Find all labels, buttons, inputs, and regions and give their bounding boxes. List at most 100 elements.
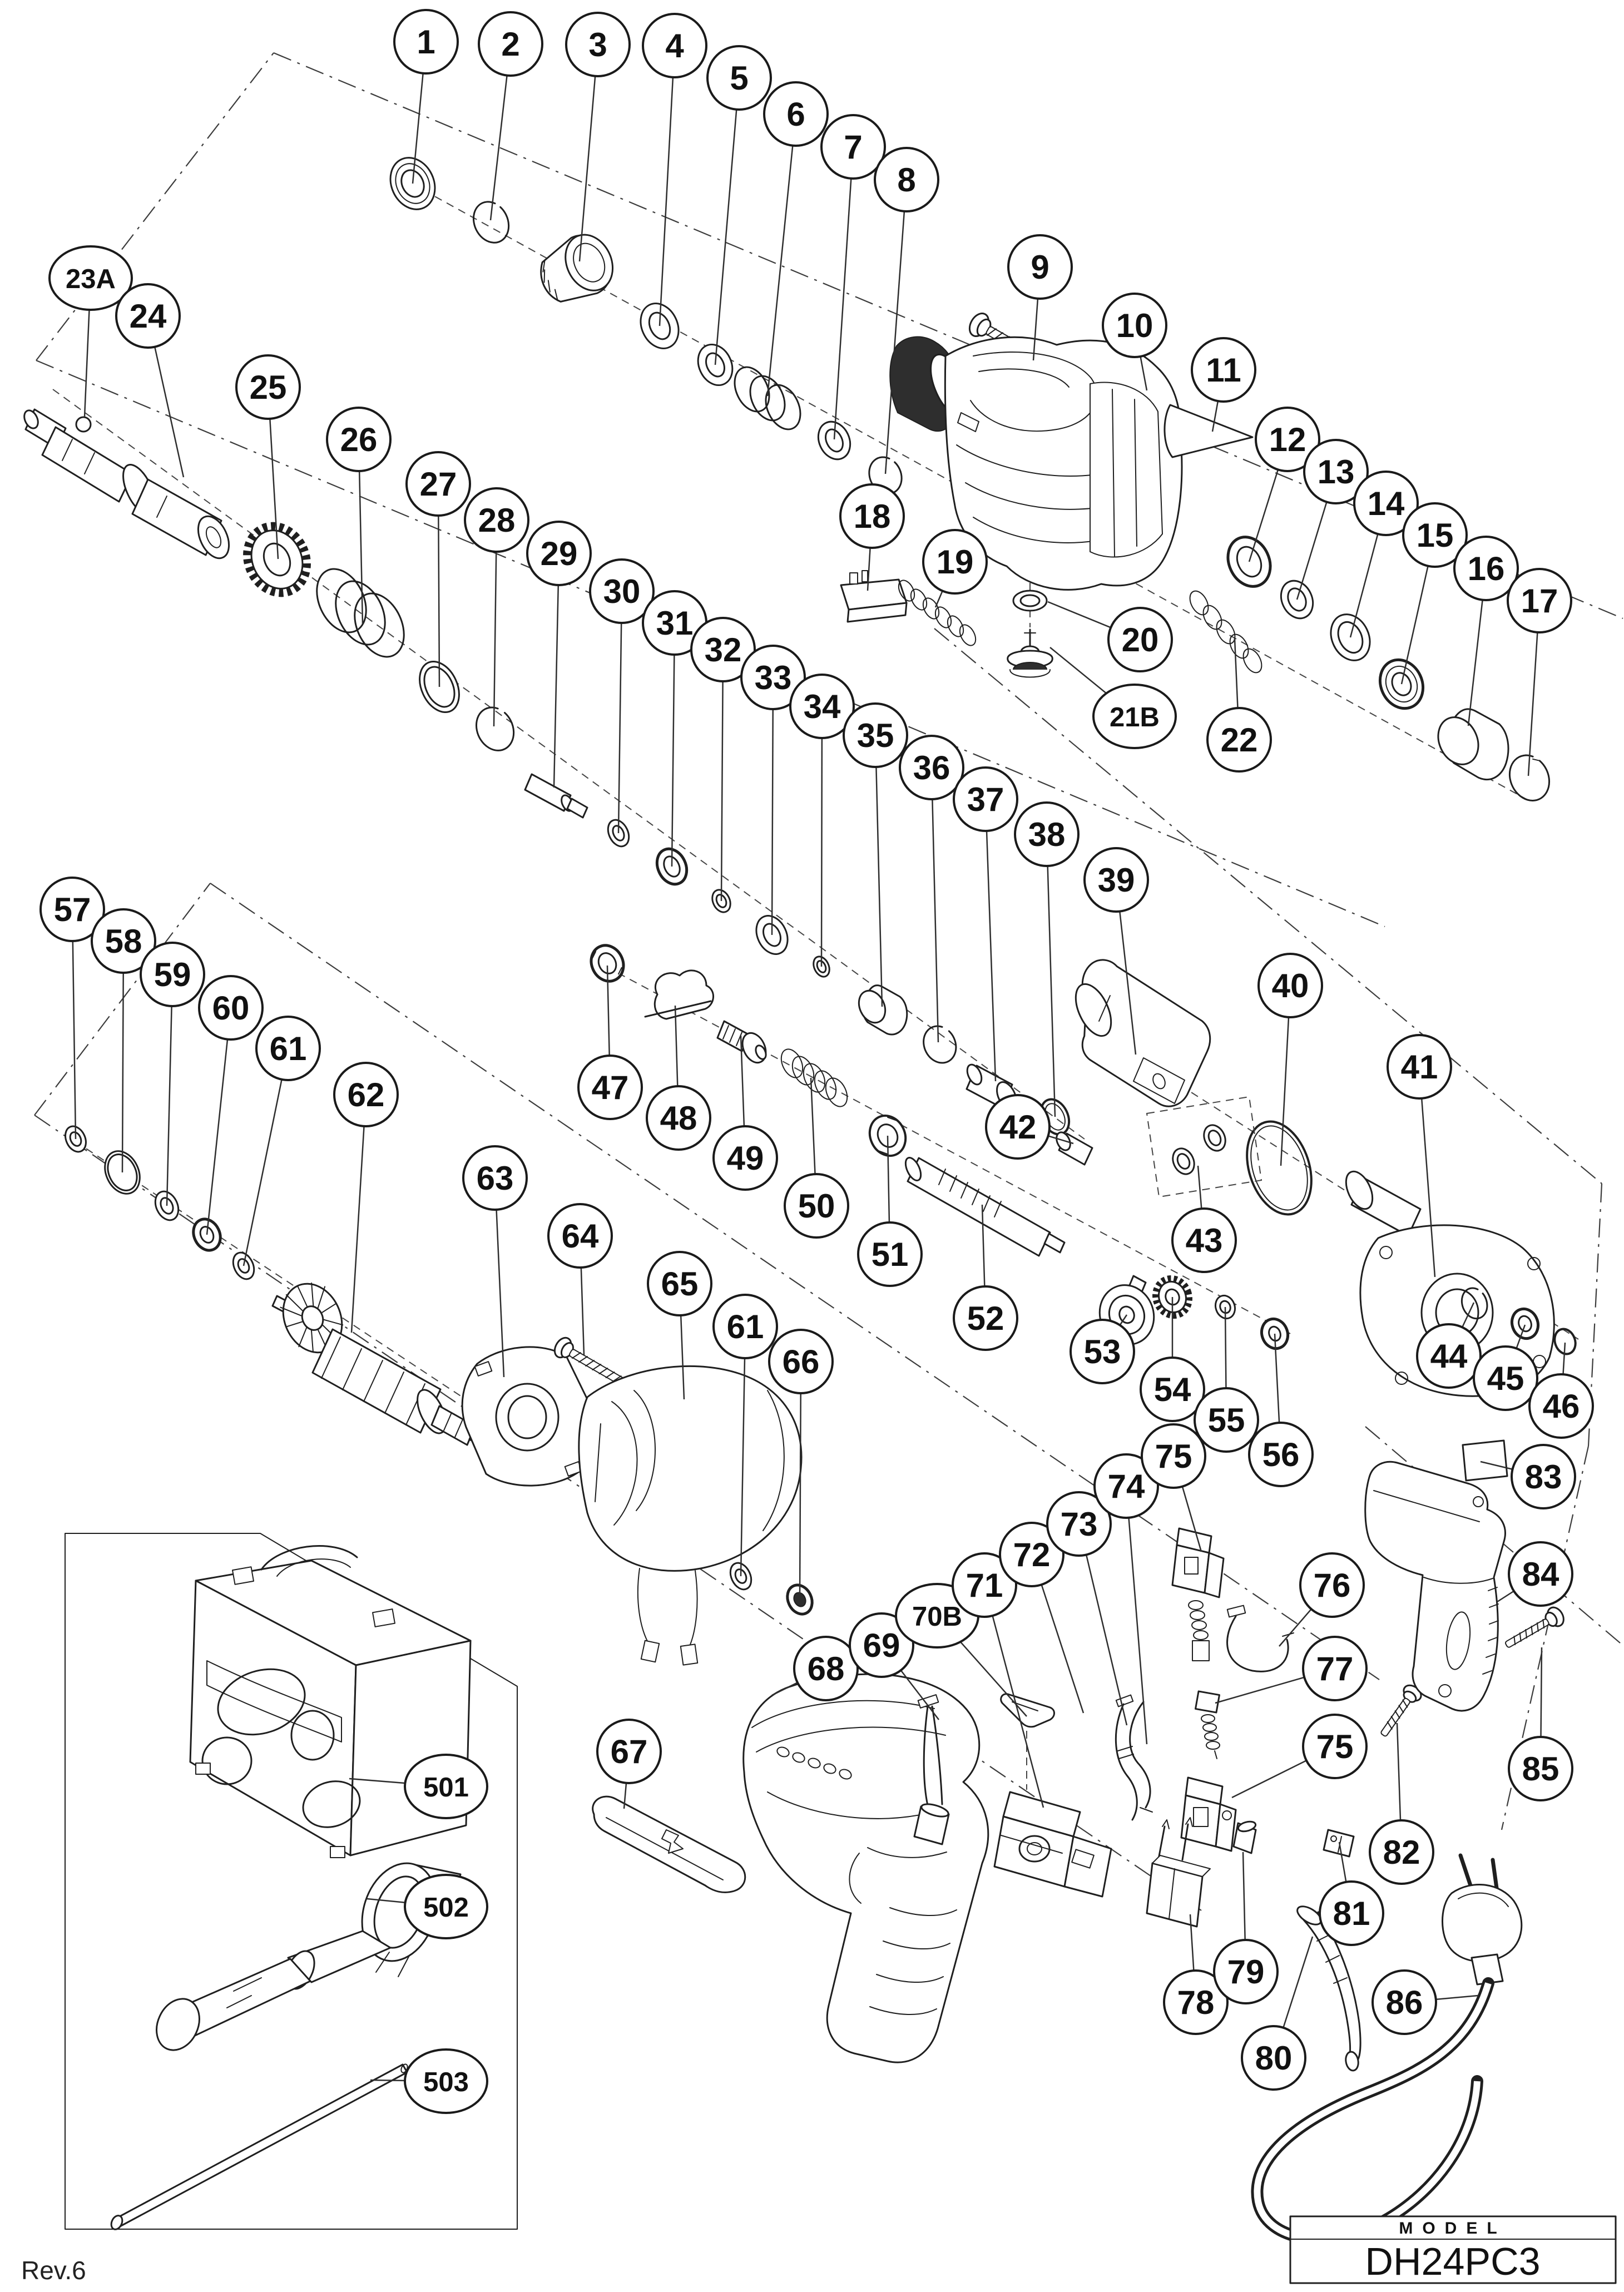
callout-503: 503 [370,2048,488,2114]
callout-label: 34 [804,688,841,725]
callout-85: 85 [1508,1647,1573,1801]
callout-label: 69 [863,1627,900,1664]
callout-62: 62 [333,1062,399,1333]
callout-label: 41 [1401,1048,1438,1086]
callout-label: 44 [1430,1338,1468,1375]
callout-11: 11 [1191,337,1256,432]
callout-balloon [1508,1736,1573,1801]
callout-label: 27 [420,466,457,503]
part-16-sleeve [1437,708,1509,781]
callout-balloon [1191,337,1256,403]
callout-label: 63 [477,1160,514,1197]
model-box: MODEL DH24PC3 [1289,2215,1617,2284]
part-74-wire [1129,1701,1153,1813]
callout-43: 43 [1171,1165,1237,1273]
callout-balloon [565,12,631,77]
callout-label: 1 [417,23,435,61]
callout-label: 37 [967,781,1004,818]
callout-label: 67 [611,1733,648,1770]
callout-23A: 23A [48,245,133,418]
callout-label: 77 [1316,1650,1354,1687]
part-503-depth-gauge-rod [110,2063,408,2230]
callout-label: 9 [1031,249,1049,286]
callout-label: 35 [857,717,894,754]
callout-22: 22 [1206,638,1272,773]
callout-73: 73 [1046,1491,1128,1726]
callout-label: 64 [562,1217,599,1255]
callout-14: 14 [1349,471,1419,638]
callout-label: 71 [966,1567,1003,1604]
callout-label: 81 [1333,1895,1370,1932]
callout-15: 15 [1400,502,1468,685]
callout-8: 8 [874,147,939,474]
leader-line [799,1361,802,1600]
callout-label: 24 [130,298,167,335]
part-22-spring [1189,590,1262,674]
leader-line [617,591,623,834]
part-64-screw [553,1336,627,1387]
callout-balloon [526,521,592,586]
callout-41: 41 [1387,1034,1452,1278]
callout-label: 8 [897,161,915,199]
callout-65: 65 [647,1251,712,1400]
callout-44: 44 [1416,1302,1482,1389]
callout-label: 3 [588,26,607,63]
callout-label: 21B [1110,702,1160,732]
callout-balloon [255,1016,321,1081]
callout-label: 19 [937,543,974,581]
callout-label: 20 [1122,621,1159,659]
leader-line [820,706,823,967]
part-20-ring [1012,590,1048,612]
leader-line [658,45,676,326]
part-45-bearing [1510,1307,1540,1340]
callout-balloon [690,617,756,682]
callout-60: 60 [198,975,264,1235]
callout-label: 42 [999,1108,1037,1146]
part-63-bearing-bracket [461,1346,596,1487]
callout-label: 501 [423,1773,469,1803]
part-28-circlip [476,706,515,751]
callout-balloon [1206,707,1272,773]
callout-balloon [899,735,964,800]
part-24-crankshaft [23,408,230,560]
callout-label: 73 [1061,1506,1098,1543]
callout-balloon [1046,1491,1112,1557]
callout-label: 26 [340,421,378,458]
callout-36: 36 [899,735,964,1043]
callout-balloon [1171,1207,1237,1273]
callout-38: 38 [1014,801,1080,1117]
callout-balloon [1387,1034,1452,1100]
callout-balloon [115,283,181,349]
callout-6: 6 [763,81,829,397]
callout-balloon [1508,1541,1573,1607]
callout-20: 20 [1047,601,1173,672]
callout-balloon [1416,1323,1482,1389]
callout-balloon [1528,1373,1594,1439]
callout-label: 53 [1084,1333,1121,1370]
callout-78: 78 [1163,1914,1229,2035]
callout-label: 18 [854,498,891,535]
part-76-wire-loop [1226,1605,1294,1672]
callout-balloon [712,1125,778,1191]
callout-49: 49 [712,1035,778,1191]
callout-balloon [1241,2025,1306,2091]
callout-24: 24 [115,283,185,478]
callout-balloon [985,1094,1051,1160]
callout-9: 9 [1007,234,1073,361]
part-75-brush-holder-top [1171,1527,1225,1661]
callout-label: 78 [1177,1984,1215,2021]
callout-61: 61 [712,1294,778,1577]
part-21b-valve [1007,628,1053,678]
callout-balloon [1257,953,1323,1018]
callout-label: 6 [786,96,805,133]
callout-7: 7 [820,114,886,440]
callout-label: 16 [1468,550,1505,587]
callout-label: 12 [1269,421,1306,458]
part-50-spring [780,1048,848,1107]
leader-line [740,1326,746,1577]
part-46-ring [1553,1328,1577,1355]
callout-label: 70B [912,1602,962,1632]
callout-label: 52 [967,1300,1004,1337]
part-36-circlip [923,1025,957,1064]
